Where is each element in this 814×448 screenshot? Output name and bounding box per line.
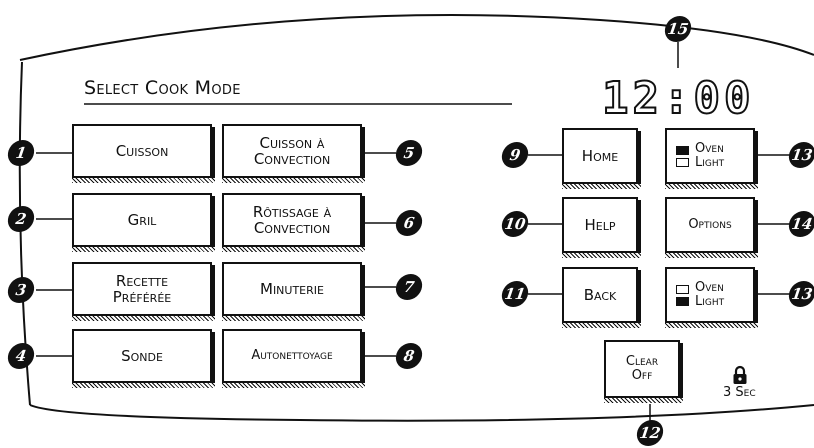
recette-preferee-button[interactable]: Recette Préférée (72, 262, 215, 321)
light-label: Light (695, 155, 725, 170)
minuterie-button[interactable]: Minuterie (222, 262, 365, 321)
filled-square-icon (676, 296, 689, 306)
light-label: Light (695, 294, 725, 309)
light-indicator-icon (676, 284, 689, 306)
gril-button[interactable]: Gril (72, 193, 215, 252)
autonettoyage-button[interactable]: Autonettoyage (222, 329, 365, 388)
select-cook-mode-title: Select Cook Mode (84, 77, 241, 99)
filled-square-icon (676, 145, 689, 155)
home-button[interactable]: Home (562, 128, 641, 189)
back-button[interactable]: Back (562, 267, 641, 328)
empty-square-icon (676, 157, 689, 167)
empty-square-icon (676, 284, 689, 294)
options-button[interactable]: Options (665, 197, 758, 258)
lock-icon (733, 365, 747, 384)
oven-light-bottom-button[interactable]: Oven Light (665, 267, 758, 328)
lock-hold-duration: 3 Sec (723, 385, 756, 400)
oven-light-top-button[interactable]: Oven Light (665, 128, 758, 189)
oven-label: Oven (695, 280, 724, 295)
light-indicator-icon (676, 145, 689, 167)
oven-label: Oven (695, 141, 724, 156)
rotissage-convection-button[interactable]: Rôtissage à Convection (222, 193, 365, 252)
help-button[interactable]: Help (562, 197, 641, 258)
clock-display: 12:00 (601, 72, 755, 125)
sonde-button[interactable]: Sonde (72, 329, 215, 388)
clear-off-button[interactable]: Clear Off (604, 340, 683, 403)
cuisson-button[interactable]: Cuisson (72, 124, 215, 183)
cuisson-convection-button[interactable]: Cuisson à Convection (222, 124, 365, 183)
